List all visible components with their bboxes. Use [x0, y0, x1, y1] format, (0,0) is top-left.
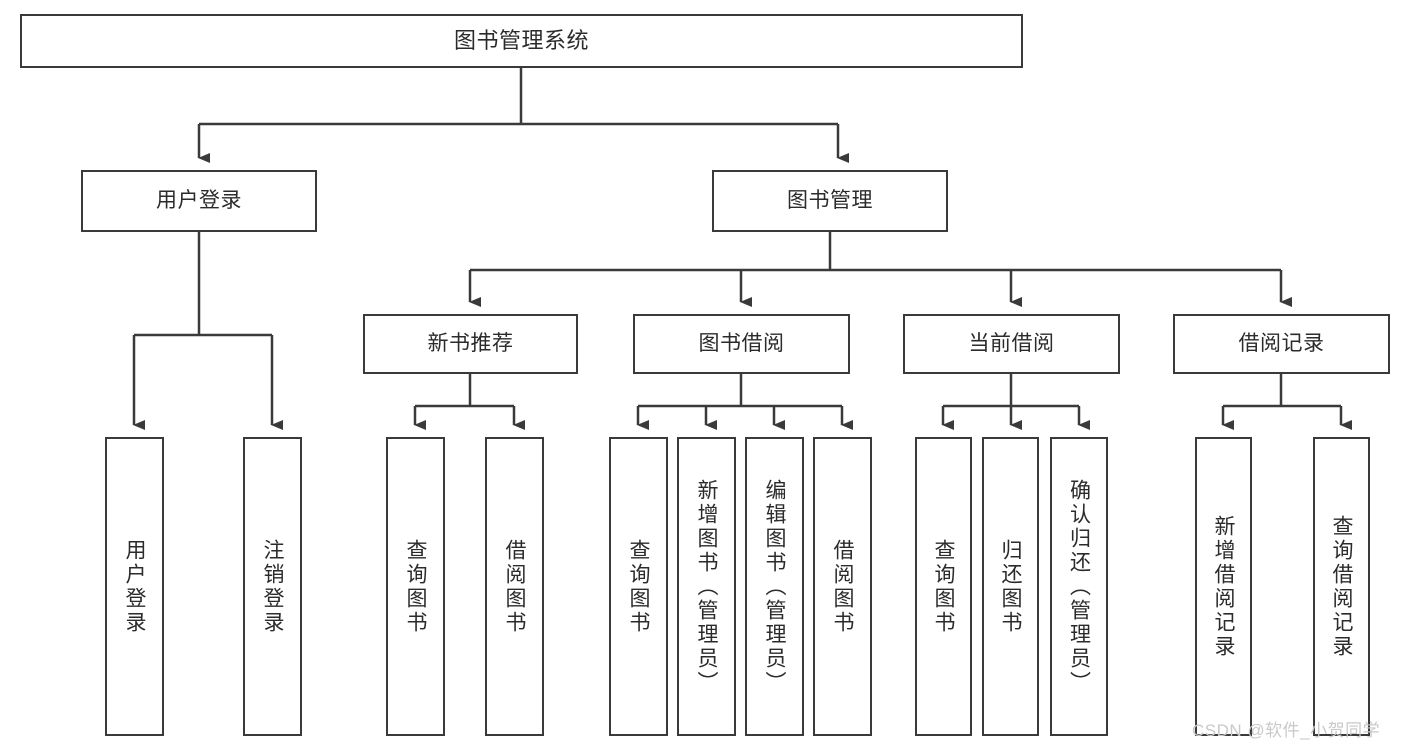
leaf-logout-login[interactable]: 注销登录: [243, 437, 302, 736]
node-label: 新增图书（管理员）: [695, 478, 718, 695]
watermark: CSDN @软件_小贺同学: [1192, 721, 1381, 740]
leaf-borrow-book[interactable]: 借阅图书: [813, 437, 872, 736]
node-current-borrow[interactable]: 当前借阅: [903, 314, 1120, 374]
node-user-login[interactable]: 用户登录: [81, 170, 317, 232]
leaf-borrow-book-recommend[interactable]: 借阅图书: [485, 437, 544, 736]
node-label: 借阅图书: [503, 538, 526, 635]
node-label: 用户登录: [156, 189, 242, 213]
node-label: 查询借阅记录: [1330, 514, 1353, 659]
node-label: 编辑图书（管理员）: [763, 478, 786, 695]
node-new-book-recommend[interactable]: 新书推荐: [363, 314, 578, 374]
node-label: 新书推荐: [427, 332, 514, 356]
node-label: 当前借阅: [968, 332, 1055, 356]
node-label: 用户登录: [123, 538, 146, 635]
node-label: 图书借阅: [698, 332, 785, 356]
node-book-management[interactable]: 图书管理: [712, 170, 948, 232]
leaf-add-book[interactable]: 新增图书（管理员）: [677, 437, 736, 736]
node-label: 借阅记录: [1238, 332, 1325, 356]
node-label: 图书管理: [787, 189, 873, 213]
node-borrow-record[interactable]: 借阅记录: [1173, 314, 1390, 374]
node-root-book-management-system[interactable]: 图书管理系统: [20, 14, 1023, 68]
leaf-confirm-return[interactable]: 确认归还（管理员）: [1050, 437, 1108, 736]
node-label: 查询图书: [404, 538, 427, 635]
node-label: 查询图书: [627, 538, 650, 635]
leaf-return-book[interactable]: 归还图书: [982, 437, 1039, 736]
node-label: 查询图书: [932, 538, 955, 635]
node-label: 确认归还（管理员）: [1067, 478, 1091, 695]
node-label: 新增借阅记录: [1212, 514, 1235, 659]
node-label: 图书管理系统: [453, 27, 589, 53]
node-book-borrow[interactable]: 图书借阅: [633, 314, 850, 374]
node-label: 归还图书: [999, 538, 1022, 635]
node-label: 借阅图书: [831, 538, 854, 635]
leaf-query-book-current[interactable]: 查询图书: [915, 437, 972, 736]
leaf-query-book-recommend[interactable]: 查询图书: [386, 437, 445, 736]
leaf-query-borrow-record[interactable]: 查询借阅记录: [1313, 437, 1370, 736]
leaf-user-login[interactable]: 用户登录: [105, 437, 164, 736]
node-label: 注销登录: [261, 538, 284, 635]
leaf-query-book-borrow[interactable]: 查询图书: [609, 437, 668, 736]
leaf-edit-book[interactable]: 编辑图书（管理员）: [745, 437, 804, 736]
leaf-add-borrow-record[interactable]: 新增借阅记录: [1195, 437, 1252, 736]
